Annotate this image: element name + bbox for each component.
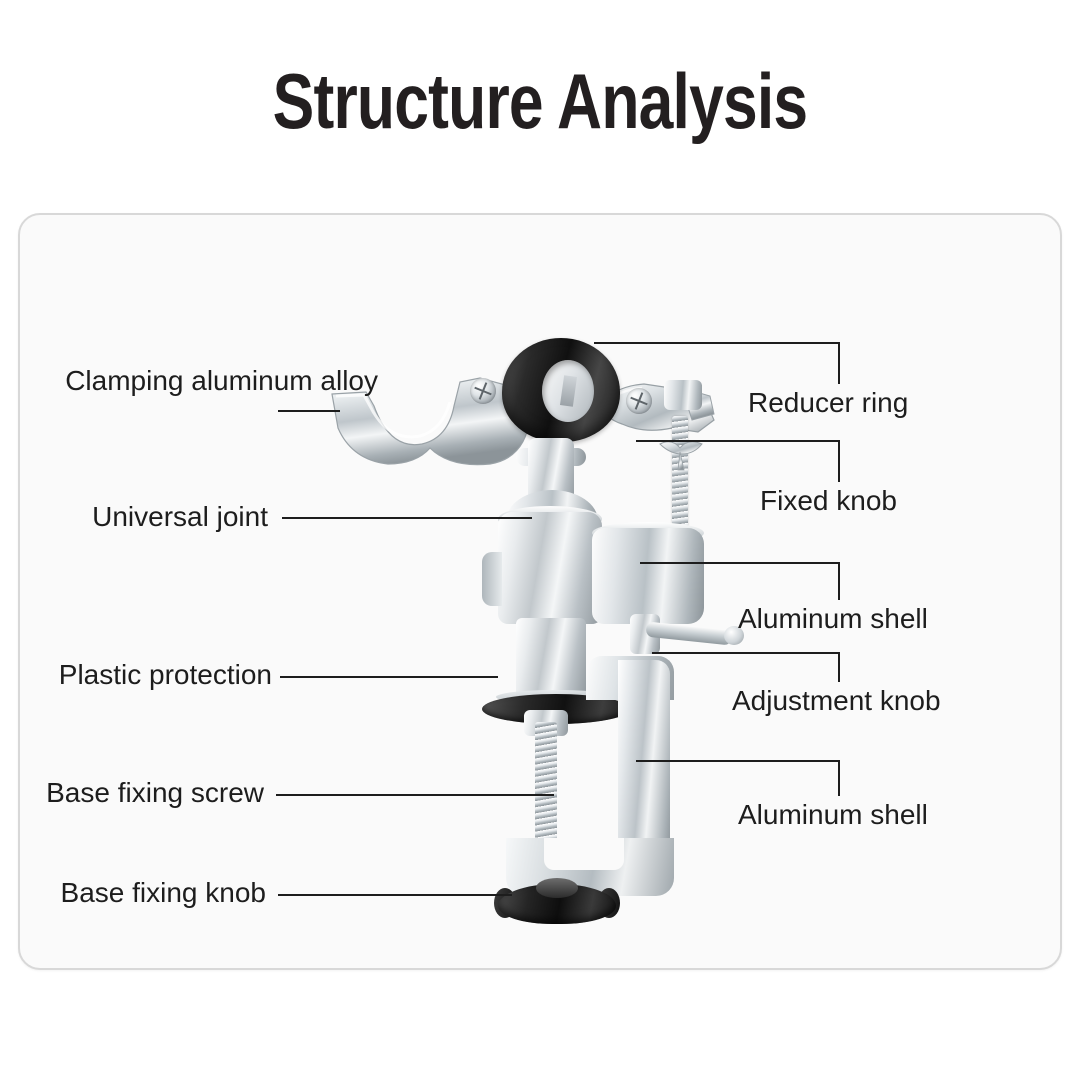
clamp-screw-left <box>470 378 496 404</box>
leader-line-adjustment-knob-vertical <box>838 652 840 682</box>
c-clamp-throat <box>544 838 624 870</box>
leader-line-base-fixing-knob <box>278 894 512 896</box>
c-clamp-column <box>618 660 670 866</box>
leader-line-reducer-ring-vertical <box>838 342 840 384</box>
callout-label-universal-joint: Universal joint <box>92 501 268 532</box>
leader-line-fixed-knob-horizontal <box>636 440 840 442</box>
base-fixing-knob <box>494 878 620 926</box>
callout-label-plastic-protection: Plastic protection <box>58 659 272 690</box>
adjustment-knob-tip <box>724 626 744 645</box>
leader-line-base-fixing-screw <box>276 794 554 796</box>
fixed-knob-wing <box>658 438 704 472</box>
callout-label-adjustment-knob: Adjustment knob <box>732 685 941 716</box>
callout-label-reducer-ring: Reducer ring <box>748 387 909 418</box>
shell-side-tab <box>482 552 502 606</box>
callout-label-base-fixing-screw: Base fixing screw <box>46 777 264 808</box>
callout-label-fixed-knob: Fixed knob <box>760 485 897 516</box>
leader-line-aluminum-shell-2-horizontal <box>636 760 840 762</box>
leader-line-fixed-knob-vertical <box>838 440 840 482</box>
leader-line-aluminum-shell-1-vertical <box>838 562 840 600</box>
leader-line-reducer-ring-horizontal <box>594 342 840 344</box>
leader-line-aluminum-shell-2-vertical <box>838 760 840 796</box>
leader-line-aluminum-shell-1-horizontal <box>640 562 840 564</box>
knob-hub <box>536 878 578 898</box>
leader-line-universal-joint <box>282 517 532 519</box>
callout-label-clamping-aluminum-alloy: Clamping aluminum alloy <box>65 365 378 396</box>
clamp-screw-right <box>626 388 652 414</box>
product-illustration <box>330 330 750 940</box>
leader-line-adjustment-knob-horizontal <box>652 652 840 654</box>
upper-aluminum-shell <box>498 512 602 624</box>
page-title: Structure Analysis <box>272 57 808 145</box>
side-aluminum-shell <box>592 528 704 624</box>
leader-line-clamping-aluminum-alloy <box>278 410 340 412</box>
lower-stem <box>516 618 586 704</box>
callout-label-aluminum-shell-1: Aluminum shell <box>738 603 928 634</box>
leader-line-plastic-protection <box>280 676 498 678</box>
callout-label-aluminum-shell-2: Aluminum shell <box>738 799 928 830</box>
fixed-knob-cap <box>664 380 702 410</box>
callout-label-base-fixing-knob: Base fixing knob <box>60 877 266 908</box>
